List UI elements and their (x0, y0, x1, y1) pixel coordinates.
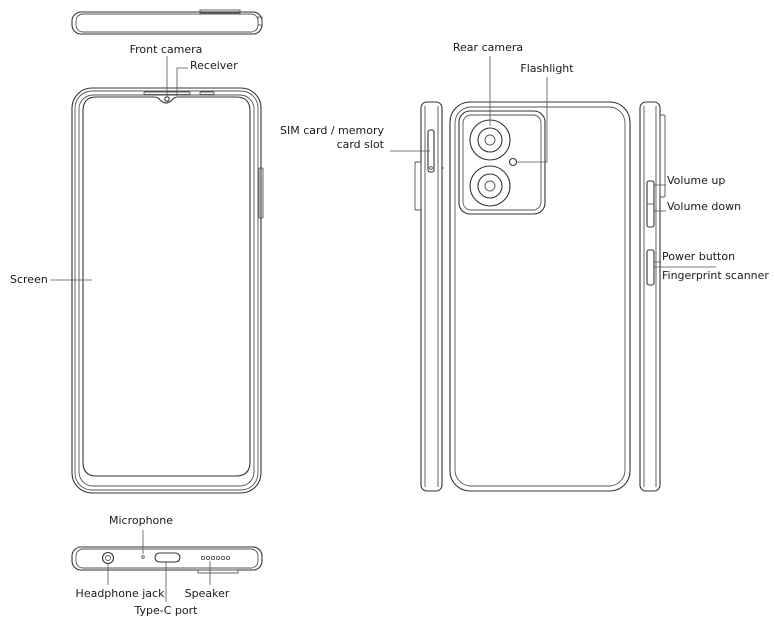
power-button (646, 249, 655, 286)
front-camera-lens (164, 96, 170, 102)
speaker-grille (200, 555, 231, 561)
flashlight-led (508, 157, 518, 167)
camera-module (458, 110, 546, 215)
headphone-jack (101, 551, 115, 565)
screen-outline (82, 96, 251, 477)
rear-camera-label: Rear camera (453, 41, 523, 54)
type-c-port-label: Type-C port (134, 604, 199, 617)
volume-up-label: Volume up (667, 174, 725, 187)
volume-down-label: Volume down (667, 200, 741, 213)
sim-slot-label-line2: card slot (337, 138, 385, 151)
power-button-label: Power button (662, 250, 735, 263)
phone-right-side-view (639, 101, 666, 492)
phone-bottom-edge-view (71, 546, 263, 574)
type-c-port (154, 552, 181, 563)
flashlight-label: Flashlight (520, 62, 574, 75)
rear-camera-lens-2 (469, 165, 511, 207)
receiver-label: Receiver (190, 59, 238, 72)
screen-label: Screen (10, 273, 48, 286)
side-button-front (258, 167, 264, 219)
sim-eject-hole (429, 166, 433, 170)
phone-front-view (71, 87, 264, 494)
phone-top-edge-view (71, 9, 263, 35)
headphone-jack-label: Headphone jack (76, 587, 166, 600)
microphone-hole (141, 555, 145, 559)
microphone-label: Microphone (109, 514, 173, 527)
front-camera-label: Front camera (130, 43, 203, 56)
phone-back-view (449, 101, 631, 492)
phone-left-side-view (414, 101, 444, 492)
speaker-label: Speaker (185, 587, 230, 600)
sim-slot-label-line1: SIM card / memory (280, 124, 384, 137)
fingerprint-scanner-label: Fingerprint scanner (662, 269, 769, 282)
